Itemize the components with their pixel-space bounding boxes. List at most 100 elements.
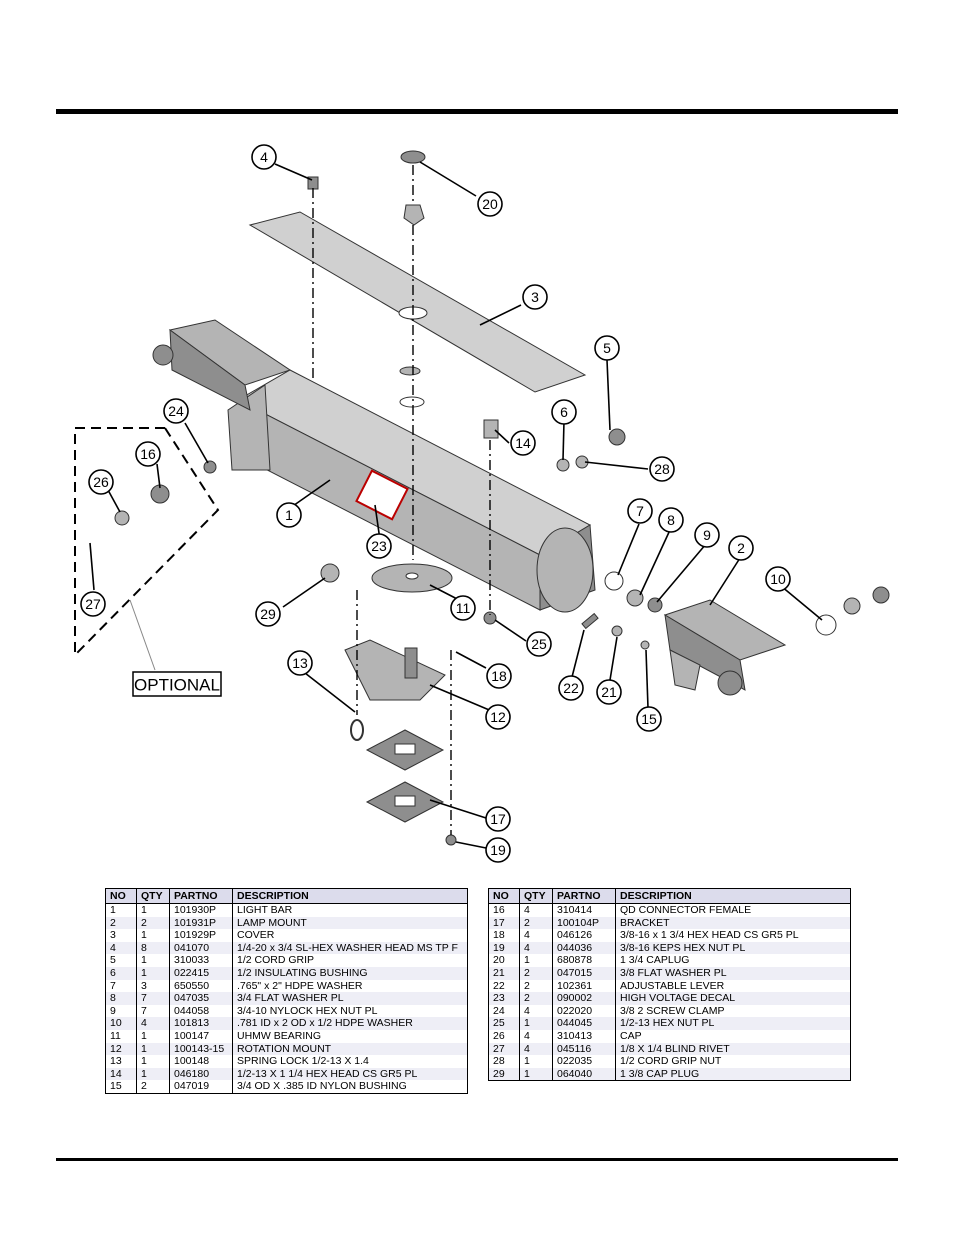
washer-top <box>399 366 421 376</box>
cell-no: 13 <box>105 1055 137 1068</box>
cell-desc: 1/4-20 x 3/4 SL-HEX WASHER HEAD MS TP F <box>232 941 468 955</box>
cell-no: 23 <box>488 992 520 1005</box>
cell-desc: UHMW BEARING <box>232 1029 468 1043</box>
svg-text:5: 5 <box>603 340 611 356</box>
cell-partno: 022020 <box>552 1004 616 1018</box>
cell-no: 26 <box>488 1029 520 1043</box>
cell-no: 1 <box>105 903 137 917</box>
col-qty: QTY <box>136 888 170 904</box>
cell-partno: 101929P <box>169 929 233 942</box>
svg-text:7: 7 <box>636 503 644 519</box>
cell-desc: 1 3/8 CAP PLUG <box>615 1067 851 1082</box>
cell-qty: 2 <box>519 966 553 980</box>
cap-plug <box>320 563 340 583</box>
cell-partno: 100143-15 <box>169 1042 233 1056</box>
light-bar-end-cap <box>536 527 594 613</box>
callout-21: 21 <box>596 679 622 705</box>
svg-text:22: 22 <box>563 680 579 696</box>
cell-partno: 047015 <box>552 966 616 980</box>
cell-partno: 650550 <box>169 979 233 993</box>
cell-desc: ADJUSTABLE LEVER <box>615 979 851 993</box>
col-partno: PARTNO <box>169 888 233 904</box>
cell-desc: BRACKET <box>615 916 851 930</box>
cell-qty: 8 <box>136 941 170 955</box>
col-qty: QTY <box>519 888 553 904</box>
cell-qty: 1 <box>519 1067 553 1082</box>
callout-7: 7 <box>627 498 653 524</box>
svg-text:6: 6 <box>560 404 568 420</box>
cell-qty: 4 <box>519 903 553 917</box>
cell-no: 22 <box>488 979 520 993</box>
lever-22 <box>581 612 599 630</box>
cell-qty: 1 <box>519 1055 553 1068</box>
cell-qty: 1 <box>136 1067 170 1081</box>
cell-partno: 047019 <box>169 1080 233 1094</box>
cell-partno: 064040 <box>552 1067 616 1082</box>
callout-2: 2 <box>728 535 754 561</box>
cell-partno: 044058 <box>169 1004 233 1018</box>
callout-13: 13 <box>287 650 313 676</box>
cell-no: 20 <box>488 954 520 967</box>
callout-26: 26 <box>88 469 114 495</box>
exploded-diagram: OPTIONAL 4 20 3 5 6 14 28 <box>74 144 890 863</box>
cell-partno: 044036 <box>552 941 616 955</box>
cell-qty: 1 <box>136 954 170 967</box>
cell-qty: 1 <box>519 1017 553 1030</box>
optional-boundary <box>74 427 165 655</box>
cell-qty: 7 <box>136 992 170 1005</box>
cell-qty: 4 <box>519 941 553 955</box>
cell-no: 11 <box>105 1029 137 1043</box>
cell-partno: 310414 <box>552 903 616 917</box>
cell-desc: 1/2-13 HEX NUT PL <box>615 1017 851 1030</box>
cell-partno: 680878 <box>552 954 616 967</box>
svg-text:14: 14 <box>515 435 531 451</box>
callout-23: 23 <box>366 533 392 559</box>
callout-19: 19 <box>485 837 511 863</box>
svg-text:23: 23 <box>371 538 387 554</box>
cell-no: 5 <box>105 954 137 967</box>
svg-text:8: 8 <box>667 512 675 528</box>
cell-qty: 2 <box>136 1080 170 1094</box>
cell-desc: HIGH VOLTAGE DECAL <box>615 992 851 1005</box>
svg-text:12: 12 <box>490 709 506 725</box>
optional-label: OPTIONAL <box>134 676 220 695</box>
leader-lines <box>89 161 823 849</box>
cell-partno: 102361 <box>552 979 616 993</box>
cell-desc: 1/2 INSULATING BUSHING <box>232 966 468 980</box>
svg-text:29: 29 <box>260 606 276 622</box>
cell-qty: 1 <box>136 966 170 980</box>
callout-12: 12 <box>485 704 511 730</box>
cell-partno: 046126 <box>552 929 616 942</box>
cell-qty: 4 <box>519 1004 553 1018</box>
svg-text:27: 27 <box>85 596 101 612</box>
cell-desc: 1/8 X 1/4 BLIND RIVET <box>615 1042 851 1056</box>
callout-15: 15 <box>636 706 662 732</box>
callout-16: 16 <box>135 441 161 467</box>
cell-no: 18 <box>488 929 520 942</box>
cell-qty: 2 <box>136 916 170 930</box>
cell-qty: 1 <box>136 1029 170 1043</box>
svg-text:28: 28 <box>654 461 670 477</box>
svg-text:21: 21 <box>601 684 617 700</box>
cell-qty: 2 <box>519 916 553 930</box>
cell-no: 16 <box>488 903 520 917</box>
cell-partno: 100148 <box>169 1055 233 1068</box>
cell-no: 15 <box>105 1080 137 1094</box>
cell-desc: 1/2 CORD GRIP NUT <box>615 1055 851 1068</box>
cell-desc: 3/4-10 NYLOCK HEX NUT PL <box>232 1004 468 1018</box>
cell-no: 10 <box>105 1017 137 1030</box>
cell-partno: 022415 <box>169 966 233 980</box>
bolt-14 <box>483 419 499 439</box>
svg-text:13: 13 <box>292 655 308 671</box>
col-description: DESCRIPTION <box>232 888 468 904</box>
